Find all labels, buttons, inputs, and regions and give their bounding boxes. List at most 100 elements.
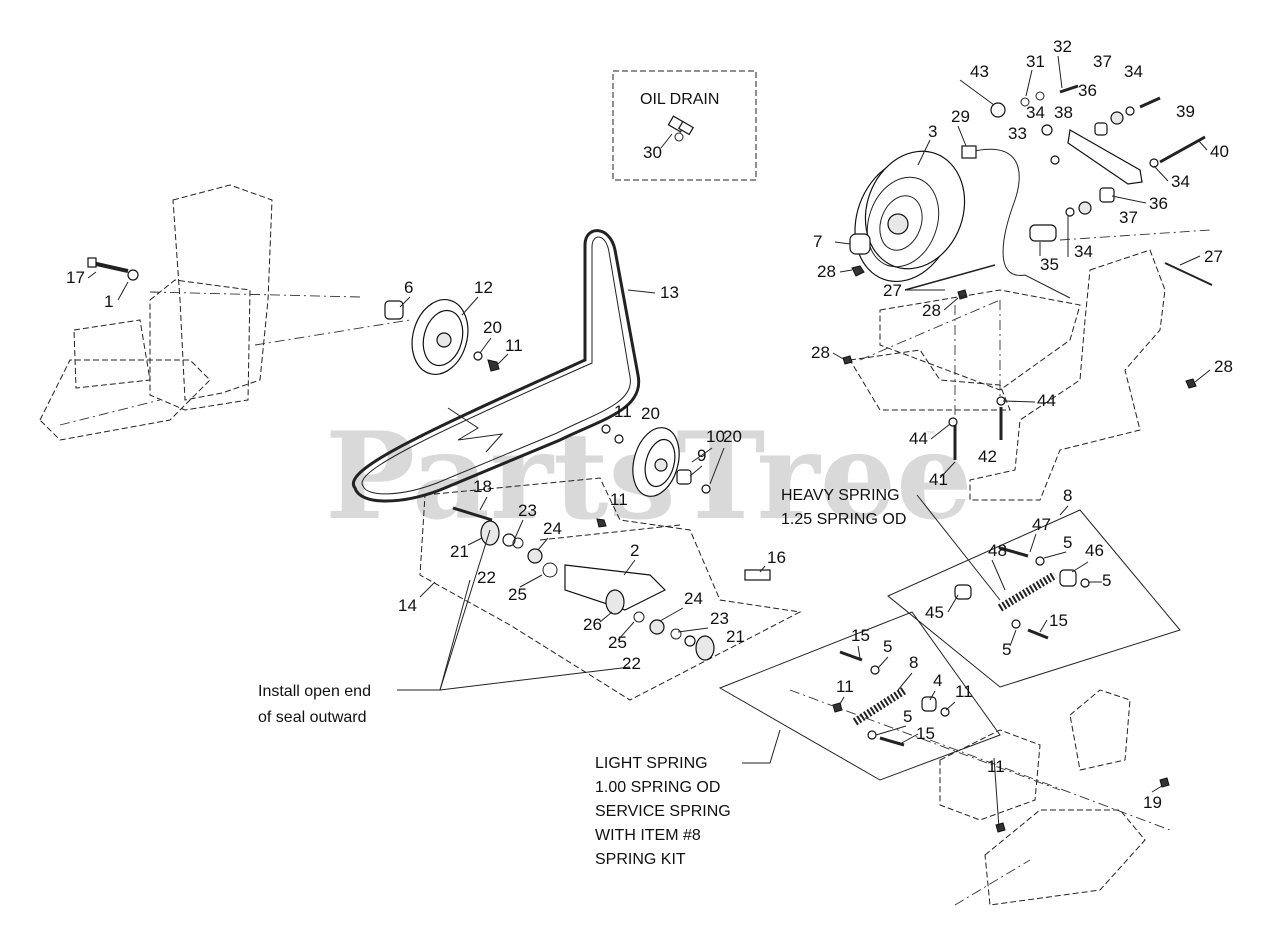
callout: 16 — [767, 548, 786, 567]
callout: 8 — [909, 653, 918, 672]
lower-right-frame — [789, 689, 1171, 906]
callout: 24 — [543, 519, 562, 538]
callout: 14 — [398, 596, 417, 615]
callout: 32 — [1053, 37, 1072, 56]
callout: 5 — [1002, 640, 1011, 659]
callout: 25 — [608, 633, 627, 652]
callout: 8 — [1063, 486, 1072, 505]
callout: 11 — [955, 682, 973, 701]
light-spring-box — [718, 611, 1001, 781]
engine-deck-mount — [842, 229, 1211, 501]
callout: 40 — [1210, 142, 1229, 161]
callout: 38 — [1054, 103, 1073, 122]
callout: 21 — [450, 542, 469, 561]
callout: 7 — [813, 232, 822, 251]
callout: 27 — [883, 281, 902, 300]
light-spring-note-line2: 1.00 SPRING OD — [595, 779, 720, 796]
callout: 12 — [474, 278, 493, 297]
callout: 2 — [630, 541, 639, 560]
callout: 44 — [909, 429, 928, 448]
callout: 37 — [1119, 208, 1138, 227]
idler-pulley-10 — [596, 424, 711, 528]
callout: 4 — [933, 671, 942, 690]
idler-pulley-12 — [384, 299, 500, 375]
callout: 28 — [1214, 357, 1233, 376]
callout: 42 — [978, 447, 997, 466]
callout: 46 — [1085, 541, 1104, 560]
callout-leaders — [87, 55, 1211, 829]
heavy-spring-note-line1: HEAVY SPRING — [781, 487, 900, 504]
callout: 34 — [1026, 103, 1045, 122]
clutch-hardware — [904, 84, 1213, 300]
callout: 20 — [641, 404, 660, 423]
seal-note-line2: of seal outward — [258, 709, 367, 726]
callout: 22 — [622, 654, 641, 673]
callouts: 17 1 6 12 13 20 11 11 20 10 9 20 11 18 2… — [66, 37, 1233, 812]
callout: 22 — [477, 568, 496, 587]
callout: 15 — [916, 724, 935, 743]
callout: 28 — [922, 301, 941, 320]
callout: 26 — [583, 615, 602, 634]
idler-arm-frame — [419, 477, 802, 701]
callout: 34 — [1074, 242, 1093, 261]
callout: 48 — [988, 541, 1007, 560]
callout: 5 — [883, 637, 892, 656]
callout: 31 — [1026, 52, 1045, 71]
watermark-tm: ™ — [925, 429, 937, 443]
callout: 20 — [723, 427, 742, 446]
callout: 11 — [610, 490, 628, 509]
callout: 36 — [1078, 81, 1097, 100]
oil-drain-box: OIL DRAIN 30 — [612, 70, 757, 181]
light-spring-note-line4: WITH ITEM #8 — [595, 827, 701, 844]
callout: 21 — [726, 627, 745, 646]
callout: 43 — [970, 62, 989, 81]
callout: 23 — [710, 609, 729, 628]
callout: 24 — [684, 589, 703, 608]
callout: 45 — [925, 603, 944, 622]
light-spring-note-line3: SERVICE SPRING — [595, 803, 731, 820]
callout-oil-drain: 30 — [643, 143, 662, 162]
callout: 13 — [660, 283, 679, 302]
callout: 19 — [1143, 793, 1162, 812]
bolt-17 — [87, 257, 139, 281]
callout: 11 — [836, 677, 854, 696]
callout: 15 — [851, 626, 870, 645]
callout: 5 — [1063, 533, 1072, 552]
callout: 17 — [66, 268, 85, 287]
callout: 34 — [1171, 172, 1190, 191]
callout: 44 — [1037, 391, 1056, 410]
callout: 5 — [1102, 571, 1111, 590]
light-spring-note-line5: SPRING KIT — [595, 851, 686, 868]
light-spring-note-line1: LIGHT SPRING — [595, 755, 708, 772]
oil-drain-title: OIL DRAIN — [640, 91, 719, 108]
callout: 27 — [1204, 247, 1223, 266]
callout: 37 — [1093, 52, 1112, 71]
clutch-wire-harness — [961, 145, 1071, 299]
idler-arm-assembly — [452, 506, 771, 661]
electric-clutch-3 — [849, 150, 966, 283]
callout: 15 — [1049, 611, 1068, 630]
callout: 20 — [483, 318, 502, 337]
callout: 29 — [951, 107, 970, 126]
callout: 28 — [811, 343, 830, 362]
callout: 1 — [104, 292, 113, 311]
callout: 5 — [903, 707, 912, 726]
seal-note-line1: Install open end — [258, 683, 371, 700]
callout: 10 — [706, 427, 725, 446]
heavy-spring-box — [887, 509, 1181, 688]
callout: 3 — [928, 122, 937, 141]
left-frame-bracket — [39, 184, 411, 441]
callout: 28 — [817, 262, 836, 281]
callout: 35 — [1040, 255, 1059, 274]
callout: 34 — [1124, 62, 1143, 81]
callout: 47 — [1032, 515, 1051, 534]
callout: 18 — [473, 477, 492, 496]
drive-belt-13 — [351, 229, 641, 503]
callout: 11 — [614, 402, 632, 421]
heavy-spring-note-line2: 1.25 SPRING OD — [781, 511, 906, 528]
callout: 11 — [987, 757, 1005, 776]
callout: 25 — [508, 585, 527, 604]
drain-fitting-icon — [667, 115, 695, 142]
callout: 11 — [505, 336, 523, 355]
